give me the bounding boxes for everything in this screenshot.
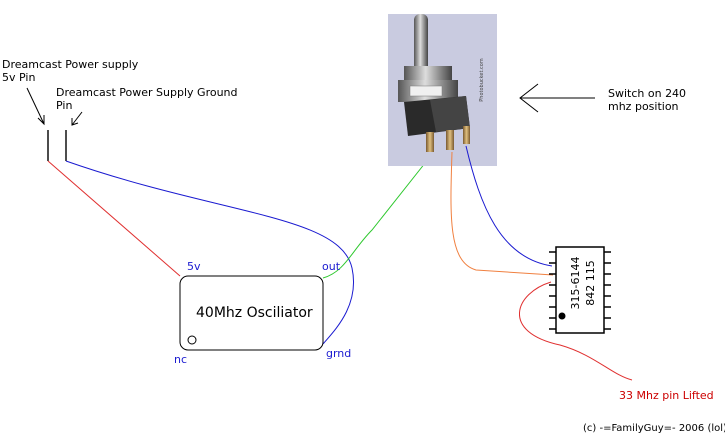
switch-label-line2: mhz position	[608, 100, 679, 113]
oscillator-title: 40Mhz Osciliator	[196, 305, 313, 321]
psu-5v-pin-arrow	[26, 87, 45, 126]
psu-5v-label-line2: 5v Pin	[2, 71, 36, 84]
photo-watermark: Photobucket.com	[479, 58, 485, 102]
psu-5v-label: Dreamcast Power supply 5v Pin	[2, 58, 138, 84]
copyright-label: (c) -=FamilyGuy=- 2006 (lol)	[583, 423, 725, 434]
chip-label-2: 842 115	[584, 260, 597, 306]
chip-pins-left	[549, 251, 556, 330]
chip-label-1: 315-6144	[569, 257, 582, 310]
oscillator-pin-grnd: grnd	[326, 347, 352, 360]
pin-lifted-label: 33 Mhz pin Lifted	[619, 389, 714, 402]
psu-ground-label: Dreamcast Power Supply Ground Pin	[56, 86, 238, 112]
psu-ground-pin-arrow	[71, 111, 83, 126]
oscillator-body	[179, 275, 324, 351]
psu-ground-label-line2: Pin	[56, 99, 73, 112]
switch-label: Switch on 240 mhz position	[608, 87, 686, 113]
wire-red-lifted-pin	[519, 281, 633, 381]
wire-ground-oscillator	[65, 160, 354, 345]
psu-5v-label-line1: Dreamcast Power supply	[2, 58, 139, 71]
toggle-switch-photo: Photobucket.com	[388, 14, 497, 166]
switch-arrow	[519, 83, 595, 113]
oscillator-pin-out: out	[322, 260, 341, 273]
oscillator-pin-nc: nc	[174, 353, 188, 366]
switch-label-line1: Switch on 240	[608, 87, 687, 100]
chip-pins-right	[604, 251, 611, 330]
oscillator-pin-5v: 5v	[187, 260, 201, 273]
chip-pin1-dot	[558, 312, 566, 320]
wire-blue-switch-to-chip	[465, 145, 553, 267]
wire-orange-switch-to-chip	[450, 151, 554, 276]
psu-ground-label-line1: Dreamcast Power Supply Ground	[56, 86, 238, 99]
wire-out-to-switch	[322, 152, 434, 279]
oscillator-pin1-dot	[187, 335, 197, 345]
wire-5v	[47, 160, 181, 277]
